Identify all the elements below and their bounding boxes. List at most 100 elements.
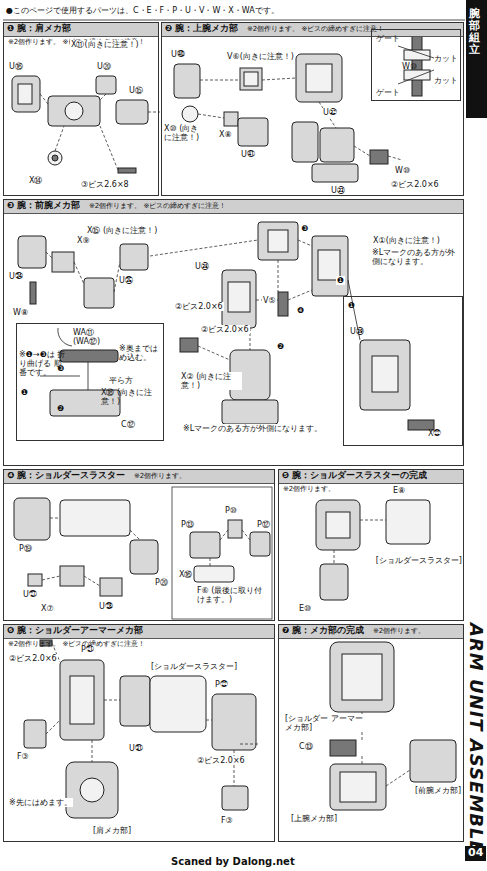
page-text: ●このページで使用するパーツは、C・E・F・P・U・V・W・X・WAです。 [5,6,280,15]
part-label: E⑧ [392,486,406,495]
part-label: U㉘ [98,602,114,611]
part-label: ②ビス2.0×6 [8,654,58,663]
part-label: [ショルダースラスター] [150,662,238,671]
part-label: [上腕メカ部] [290,814,338,823]
part-label: P㉒ [214,680,229,689]
inset-label: ※奥までは め込む。 [119,344,163,362]
part-label: P⑩ [224,506,238,515]
inset-box: ❶ U㊴ X㉒ [343,296,463,446]
part-label: P⑫ [256,520,271,529]
part-label: E⑩ [298,604,312,613]
part-label: ②ビス2.0×6 [200,325,250,334]
part-label: P⑬ [180,520,195,529]
part-label: ③ビス2.6×8 [80,180,130,189]
part-label: F⑥ (最後に取り付けます。) [196,586,268,604]
step-panel: ❼ 腕：メカ部の完成 ※2個作ります。 [278,624,464,842]
part-label: P⑳ [154,578,169,587]
part-label: X⑮ (向きに注意！) [86,226,158,235]
part-label: U㉗ [22,590,38,599]
part-label: ②ビス2.0×6 [196,756,246,765]
inset-label: カット [434,76,458,85]
step-note: ※2個作ります。 [134,472,186,480]
inset-label: C⑫ [121,420,135,429]
inset-label: U㊴ [350,327,364,336]
page-text: 04 [465,846,486,861]
inset-label: ❶ [21,388,28,397]
part-label: ❹ [296,306,305,315]
inset-label: ゲート [376,34,400,43]
part-label: U㉜ [322,108,338,117]
step-title: ❸ 腕：前腕メカ部 [7,201,80,211]
part-label: U㉝ [330,186,346,195]
part-label: U㊳ [194,262,210,271]
part-label: V⑥(向きに注意！) [226,52,295,61]
part-label: U㉟ [118,276,134,285]
part-label: ❶ [336,276,345,285]
part-label: [ショルダー アーマーメカ部] [284,714,366,732]
page-text: 腕部組立 [468,8,481,56]
part-label: ※先にはめます。 [8,798,73,807]
step-title: ❷ 腕：上腕メカ部 [165,24,238,34]
step-title: ❺ 腕：ショルダースラスターの完成 [282,471,427,481]
inset-label: ❷ [57,404,64,413]
step-note: ※2個作ります。 ※ビスの締めすぎに注意！ [247,25,384,33]
inset-label: ゲート [376,88,400,97]
part-label: U㊶ [240,150,256,159]
part-label: U⑳ [96,62,112,71]
part-label: U㉞ [8,272,24,281]
part-label: F③ [220,816,234,825]
part-label: U⑮ [128,86,144,95]
part-label: ❷ [276,342,285,351]
part-label: U㊵ [170,50,186,59]
step-note: ※2個作ります。 ※ビスの締めすぎに注意！ [89,202,226,210]
part-label: X⑩ (向きに注意！) [163,124,205,142]
part-label: X⑭ [28,176,43,185]
part-label: P㉑ [80,645,95,654]
step-note: ※2個作ります。 [283,485,335,493]
part-label: [肩メカ部] [92,826,132,835]
inset-label: X㉒ [428,429,441,438]
side-tab [466,0,487,118]
inset-box: WA⑪ (WA⑫)※奥までは め込む。平ら方 X⑱ (向きに注意！) C⑫ ※❶→❸は… [16,323,164,441]
part-label: X①(向きに注意！) [372,236,441,245]
part-label: W⑩ [394,166,411,175]
part-label: ②ビス2.0×6 [174,302,224,311]
part-label: ②ビス2.0×6 [390,180,440,189]
step-title: ❹ 腕：ショルダースラスター [7,471,125,481]
inset-label: ❸ [57,364,64,373]
part-label: ※Lマークのある方が外側になります。 [182,424,334,433]
step-title: ❼ 腕：メカ部の完成 [282,626,364,636]
part-label: F③ [16,752,30,761]
page-text: ARM UNIT ASSEMBLE [465,622,486,855]
part-label: ※Lマークのある方が外側になります。 [371,248,463,266]
part-label: X⑦ [40,604,55,613]
inset-label: 平ら方 [109,376,133,385]
inset-label: X⑱ (向きに注意！) [101,388,163,406]
part-label: X⑧ [218,130,233,139]
part-label: C⑬ [298,742,314,751]
part-label: [ショルダースラスター] [375,556,463,565]
part-label: [前腕メカ部] [414,786,462,795]
inset-label: W⑩ [402,62,417,71]
part-label: X⑪(向きに注意！) [70,40,140,49]
part-label: X② (向きに注意！) [180,372,242,390]
inset-label: WA⑪ (WA⑫) [73,328,117,346]
step-note: ※2個作ります。 ※ビスの締めすぎに注意！ [8,640,145,648]
part-label: U㉛ [128,744,144,753]
part-label: ❸ [300,224,309,233]
page-text: Scaned by Dalong.net [170,856,296,868]
step-panel: ❷ 腕：上腕メカ部※2個作ります。 ※ビスの締めすぎに注意！ゲートW⑩カットカッ… [161,22,464,196]
step-note: ※2個作ります。 [373,627,425,635]
part-label: X⑨ [76,236,91,245]
inset-label: カット [434,54,458,63]
part-label: U⑯ [8,62,24,71]
part-label: V⑤ [262,296,277,305]
part-label: X⑯ [178,570,193,579]
inset-box: ゲートW⑩カットカットゲート [371,29,461,101]
inset-label: ※❶→❸は 折り曲げる 順番です。 [19,350,67,378]
step-title: ❻ 腕：ショルダーアーマーメカ部 [7,626,143,636]
inset-label: ❶ [348,301,355,310]
part-label: W⑧ [12,308,29,317]
step-title: ❶ 腕：肩メカ部 [7,24,71,34]
